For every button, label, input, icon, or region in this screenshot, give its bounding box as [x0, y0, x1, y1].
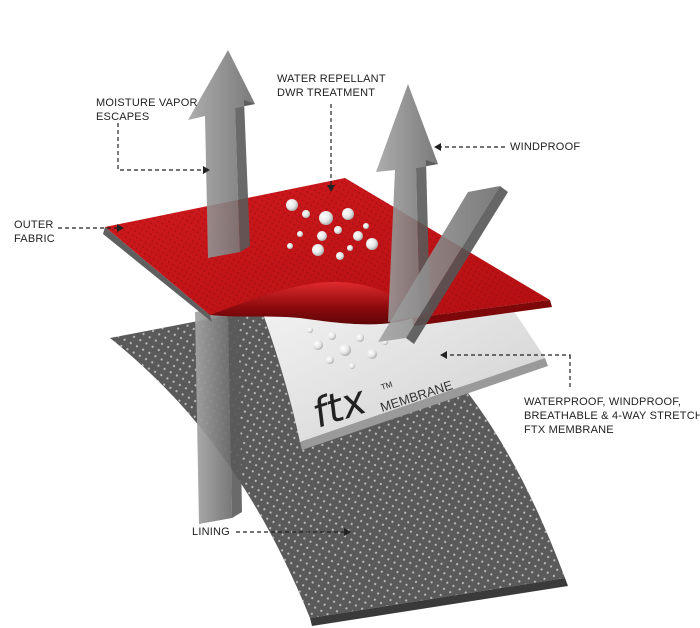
ftx-trademark: TM	[380, 380, 394, 392]
vapor-arrow-upper	[188, 50, 255, 258]
label-moisture-vapor: MOISTURE VAPOR ESCAPES	[96, 97, 198, 123]
membrane-layer: ftx TM MEMBRANE	[255, 292, 548, 450]
label-lining: LINING	[192, 526, 230, 538]
label-membrane-desc: WATERPROOF, WINDPROOF, BREATHABLE & 4-WA…	[524, 396, 700, 436]
leader-moisture	[117, 123, 204, 171]
leader-arrowheads	[117, 143, 447, 536]
dwr-droplets	[286, 199, 378, 260]
label-outer-fabric: OUTER FABRIC	[14, 219, 55, 245]
leader-lines	[58, 104, 571, 533]
membrane-droplets	[307, 327, 388, 369]
vapor-arrow-lower	[195, 300, 242, 524]
label-water-repellant: WATER REPELLANT DWR TREATMENT	[277, 73, 386, 99]
label-windproof: WINDPROOF	[510, 141, 581, 153]
wind-deflect-bar	[378, 186, 508, 344]
